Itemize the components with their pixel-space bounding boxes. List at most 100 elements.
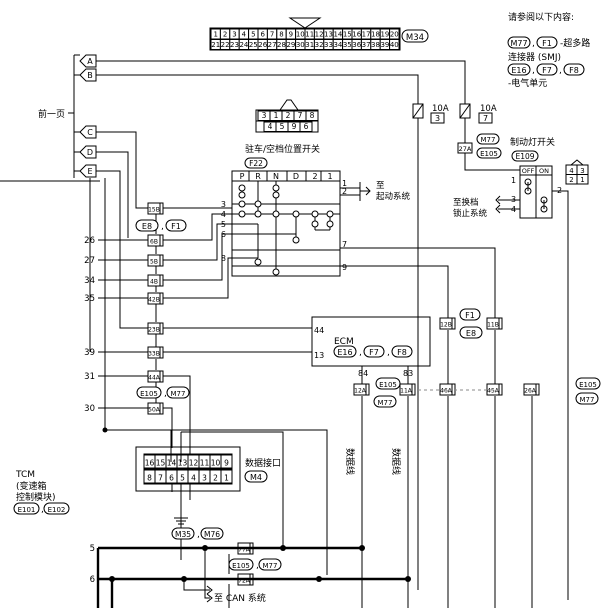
svg-text:,: , bbox=[532, 39, 535, 49]
ecm-block: ECM E16 , F7 , F8 44 13 84 83 bbox=[311, 316, 533, 608]
connector-tag-label: 46A bbox=[440, 388, 453, 395]
f22-pin-cell bbox=[305, 110, 319, 121]
park-switch-column: 1 bbox=[327, 172, 332, 181]
fuse-3-amp: 10A bbox=[432, 104, 449, 114]
top-connector-pin-label: 7 bbox=[270, 31, 274, 39]
top-connector-pin-label: 32 bbox=[315, 41, 324, 49]
connector-tag bbox=[147, 402, 164, 415]
arrow-tag-label: E bbox=[87, 167, 92, 176]
tcm-pin: 6 bbox=[90, 575, 95, 585]
connector-tag bbox=[147, 322, 164, 335]
top-connector-pin-label: 8 bbox=[279, 31, 283, 39]
top-connector-pin-label: 2 bbox=[223, 31, 227, 39]
dlc-tag: M4 bbox=[250, 473, 262, 482]
dlc-title: 数据接口 bbox=[245, 457, 281, 469]
connector-tag-label: 4B bbox=[150, 279, 158, 286]
dlc-pin-label: 3 bbox=[202, 474, 207, 483]
tcm-pin: 39 bbox=[84, 348, 95, 358]
top-connector-pin-label: 16 bbox=[352, 31, 361, 39]
park-switch-to-text1: 至 bbox=[376, 181, 385, 191]
dlc-pin-label: 2 bbox=[213, 474, 218, 483]
top-connector-pin-label: 15 bbox=[343, 31, 352, 39]
top-connector-pin-label: 29 bbox=[286, 41, 295, 49]
ref2-e8: E8 bbox=[466, 329, 476, 338]
data-line-label-84: 数据线 bbox=[344, 448, 356, 475]
connector-tag bbox=[147, 254, 164, 267]
arrow-tag-label: C bbox=[87, 128, 93, 137]
dlc-pin-label: 16 bbox=[145, 459, 155, 468]
refs-right-e105: E105 bbox=[579, 381, 597, 389]
refs-bottom-e105: E105 bbox=[232, 562, 250, 570]
dlc-pin-label: 1 bbox=[224, 474, 229, 483]
f22-pin-label: 2 bbox=[286, 111, 291, 120]
top-connector-pin-label: 12 bbox=[315, 31, 324, 39]
top-connector-pin-label: 5 bbox=[251, 31, 255, 39]
park-switch-pin-3: 3 bbox=[221, 200, 226, 209]
park-switch-column: D bbox=[293, 172, 299, 181]
f22-pin-label: 6 bbox=[304, 122, 309, 131]
refs-left-e105: E105 bbox=[140, 390, 158, 398]
park-switch-column: P bbox=[240, 172, 245, 181]
stop-lamp-ref-m77: M77 bbox=[481, 136, 496, 144]
top-connector-pin-label: 19 bbox=[380, 31, 389, 39]
connector-tag-label: 12A bbox=[354, 388, 367, 395]
connector-tag bbox=[147, 346, 164, 359]
ground-ref-m35: M35 bbox=[175, 530, 191, 539]
top-connector-pin-label: 30 bbox=[296, 41, 305, 49]
refs-left-m77: M77 bbox=[171, 390, 186, 398]
power-lines bbox=[0, 60, 466, 575]
park-switch-pin-9: 9 bbox=[342, 263, 347, 272]
dlc-pin-label: 12 bbox=[189, 459, 199, 468]
can-bus: 至 CAN 系统 bbox=[96, 427, 411, 608]
f22-pin-label: 7 bbox=[298, 111, 303, 120]
top-connector-pin-label: 24 bbox=[239, 41, 248, 49]
top-connector-pin-label: 37 bbox=[362, 41, 371, 49]
top-connector-pin-label: 38 bbox=[371, 41, 380, 49]
connector-tag-label: 42B bbox=[148, 297, 160, 304]
reference-note: 请参阅以下内容: M77 , F1 -超多路 连接器 (SMJ) E16 , F… bbox=[507, 11, 590, 89]
stop-lamp-to-text1: 至换档 bbox=[453, 197, 479, 208]
ecm-pin-44: 44 bbox=[314, 326, 324, 335]
top-connector-pin-label: 27 bbox=[268, 41, 277, 49]
svg-text:,: , bbox=[41, 505, 44, 515]
connector-tag bbox=[439, 317, 456, 330]
dlc-pin-label: 11 bbox=[200, 459, 210, 468]
svg-text:,: , bbox=[387, 348, 390, 358]
reference-note-line5: -电气单元 bbox=[508, 77, 547, 89]
top-connector-pin-label: 26 bbox=[258, 41, 267, 49]
data-line-label-83: 数据线 bbox=[390, 448, 402, 475]
top-connector-pin-label: 21 bbox=[211, 41, 220, 49]
svg-text:,: , bbox=[164, 389, 167, 399]
dlc-pin-label: 10 bbox=[211, 459, 221, 468]
ref-e8: E8 bbox=[142, 222, 152, 231]
top-connector-tag: M34 bbox=[406, 33, 424, 43]
fuse-7-num: 7 bbox=[483, 114, 488, 123]
ecm-tag-f7: F7 bbox=[369, 348, 379, 357]
stop-lamp-switch: 27A M77 E105 制动灯开关 E109 OFF ON 1 2 3 4 至… bbox=[453, 133, 589, 600]
mini-conn-1: 1 bbox=[580, 176, 584, 184]
svg-text:,: , bbox=[559, 66, 562, 76]
ecm-tag-f8: F8 bbox=[397, 348, 407, 357]
connector-tag bbox=[147, 234, 164, 247]
top-connector-pin-label: 13 bbox=[324, 31, 333, 39]
f22-pin-label: 5 bbox=[280, 122, 285, 131]
dlc-pin-label: 5 bbox=[180, 474, 185, 483]
dlc-pin-label: 4 bbox=[191, 474, 196, 483]
top-connector-pin-label: 23 bbox=[230, 41, 239, 49]
connector-tag bbox=[523, 383, 540, 396]
top-connector-pin-label: 6 bbox=[260, 31, 265, 39]
svg-text:,: , bbox=[532, 66, 535, 76]
svg-text:,: , bbox=[359, 348, 362, 358]
refs-e105-m77-bottom: E105 , M77 bbox=[228, 558, 282, 571]
reference-note-tag-f7: F7 bbox=[542, 66, 552, 75]
svg-text:,: , bbox=[256, 561, 259, 571]
top-connector-pin-label: 1 bbox=[213, 31, 217, 39]
